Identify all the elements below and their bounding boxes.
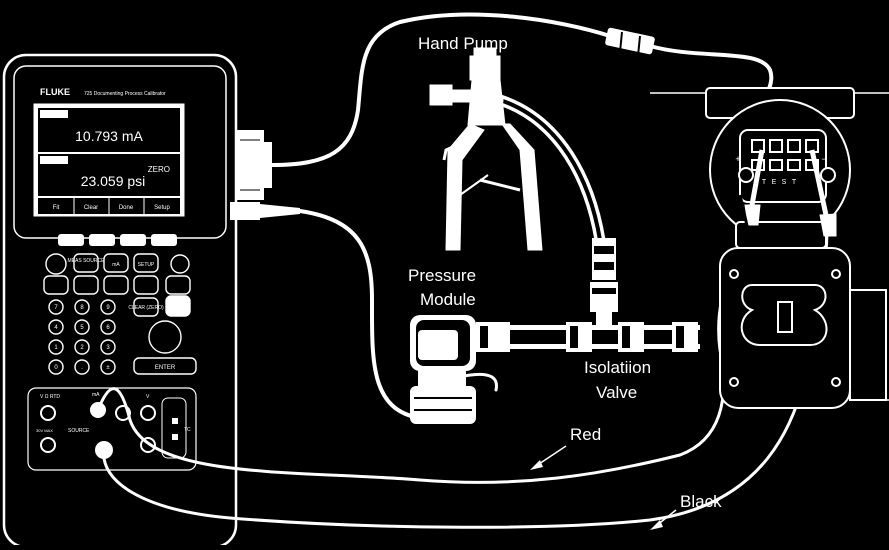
softkey-label-3: Done (119, 205, 134, 211)
softkey-label-2: Clear (84, 205, 98, 211)
digit-key-label: 7 (54, 305, 58, 311)
terminal-test-e: E (772, 179, 777, 186)
jack-label-source: SOURCE (68, 428, 90, 434)
digit-key-label: 3 (106, 345, 110, 351)
softkey-label-4: Setup (154, 205, 170, 211)
enter-key-label: ENTER (155, 365, 176, 371)
softkey-3[interactable] (120, 234, 146, 246)
digit-key-label: 1 (54, 345, 58, 351)
reading-current: 10.793 mA (75, 128, 143, 144)
softkey-1[interactable] (58, 234, 84, 246)
meas-source-key[interactable] (73, 253, 99, 273)
arrow-pad[interactable] (148, 320, 182, 354)
pressure-piping (470, 238, 700, 352)
digit-key-label: 2 (80, 345, 84, 351)
isolation-valve-label-line1: Isolatiion (584, 358, 652, 377)
test-lead-probes (738, 149, 837, 237)
reading-zero-status: ZERO (148, 165, 170, 174)
reading-pressure: 23.059 psi (81, 173, 146, 189)
clear-zero-key[interactable] (133, 297, 159, 317)
red-lead-label: Red (570, 425, 602, 444)
isolation-valve-label-line2: Valve (596, 383, 638, 402)
digit-key-label: 4 (54, 325, 58, 331)
setup-key-label: SETUP (138, 262, 155, 268)
digit-key-label: 6 (106, 325, 110, 331)
pressure-module-connector (236, 130, 272, 200)
pump-cable-connector (230, 202, 300, 220)
jack-label-v: V (146, 394, 150, 400)
black-lead-label: Black (680, 492, 722, 511)
digit-key-label: 0 (54, 365, 58, 371)
jack-label-ma: mA (92, 392, 100, 398)
backlight-button[interactable] (170, 254, 190, 274)
pressure-module (410, 315, 476, 424)
ma-key[interactable] (103, 253, 129, 273)
terminal-minus: − (821, 154, 826, 164)
hand-pump-label: Hand Pump (418, 34, 508, 53)
clear-key-label: CLEAR (ZERO) (128, 305, 164, 311)
softkey-4[interactable] (151, 234, 177, 246)
digit-key-label: 8 (80, 305, 84, 311)
cable-joiner (605, 27, 655, 57)
keypad (43, 253, 197, 375)
meas-source-key-label: MEAS SOURCE (68, 258, 106, 264)
pressure-module-label-line2: Module (420, 290, 476, 309)
digit-key-label: ± (106, 365, 110, 371)
jack-label-30v: 30V MAX (36, 428, 53, 433)
digit-key-label: . (81, 365, 83, 371)
leader-arrows (530, 445, 677, 530)
pressure-transmitter (650, 87, 889, 409)
input-jacks: V Ω RTD mA V 30V MAX SOURCE TC (27, 387, 197, 471)
terminal-test-s: S (782, 179, 787, 186)
ma-key-label: mA (112, 262, 120, 268)
pressure-module-label-line1: Pressure (408, 266, 477, 285)
softkey-label-1: Fit (53, 205, 60, 211)
terminal-test-t1: T (762, 179, 767, 186)
softkey-row (58, 234, 177, 246)
terminal-test-t2: T (792, 179, 797, 186)
hand-pump (429, 47, 543, 251)
model-label: 725 Documenting Process Calibrator (84, 91, 166, 97)
process-calibrator: FLUKE 725 Documenting Process Calibrator… (2, 53, 238, 549)
lcd-display: 10.793 mA ZERO 23.059 psi Fit Clear Done… (33, 103, 185, 217)
power-button[interactable] (45, 253, 67, 275)
digit-key-label: 5 (80, 325, 84, 331)
brand-label: FLUKE (40, 87, 70, 97)
enter-key[interactable] (133, 357, 197, 375)
softkey-2[interactable] (89, 234, 115, 246)
jack-label-tc: TC (184, 427, 191, 433)
setup-key[interactable] (133, 253, 159, 273)
digit-key-label: 9 (106, 305, 110, 311)
terminal-plus: + (735, 154, 740, 164)
jack-label-v-ohm: V Ω RTD (40, 394, 60, 400)
